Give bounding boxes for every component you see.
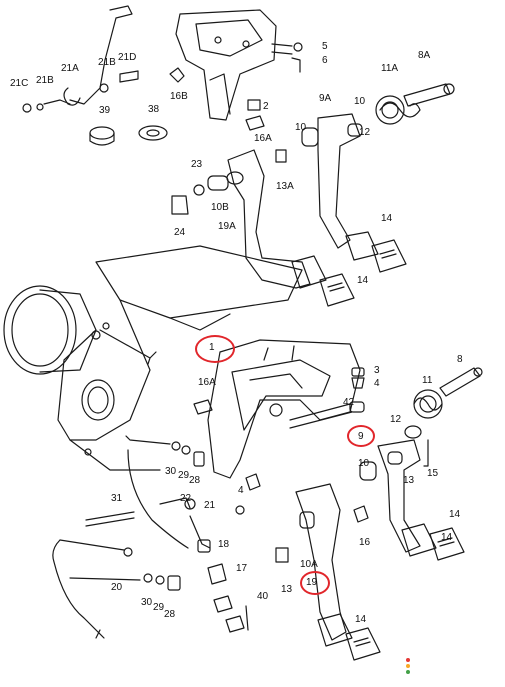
part-label-20: 20 (111, 582, 123, 593)
part-label-28: 28 (189, 475, 201, 486)
part-label-6: 6 (322, 55, 328, 66)
part-label-11a: 11A (381, 63, 399, 74)
part-label-8a: 8A (418, 50, 431, 61)
part-label-10b: 10B (211, 202, 229, 213)
part-label-14-e: 14 (441, 532, 453, 543)
part-label-42: 42 (343, 397, 355, 408)
part-label-8: 8 (457, 354, 463, 365)
part-label-11: 11 (422, 375, 433, 386)
part-label-5: 5 (322, 41, 328, 52)
part-label-22: 22 (180, 493, 192, 504)
part-label-31: 31 (111, 493, 123, 504)
part-label-4: 4 (374, 378, 380, 389)
part-label-14-c: 14 (449, 509, 461, 520)
part-label-21a: 21A (61, 63, 79, 74)
part-label-16: 16 (359, 537, 371, 548)
status-dot-red (406, 658, 410, 662)
part-label-13a: 13A (276, 181, 294, 192)
part-label-9a: 9A (319, 93, 332, 104)
highlight-circle-1 (195, 335, 235, 363)
part-label-30-b: 30 (141, 597, 153, 608)
part-label-17: 17 (236, 563, 248, 574)
part-label-18: 18 (218, 539, 230, 550)
part-label-16a-b: 16A (198, 377, 216, 388)
part-label-21c: 21C (10, 78, 29, 89)
part-label-21b: 21B (36, 75, 54, 86)
part-label-14-b: 14 (357, 275, 369, 286)
part-label-21d: 21D (118, 52, 137, 63)
part-label-23: 23 (191, 159, 203, 170)
part-label-13-b: 13 (281, 584, 293, 595)
part-label-10: 10 (295, 122, 307, 133)
part-label-40: 40 (257, 591, 269, 602)
part-label-16b: 16B (170, 91, 188, 102)
part-label-21: 21 (204, 500, 216, 511)
part-label-3: 3 (374, 365, 380, 376)
part-label-29: 29 (178, 470, 190, 481)
part-label-14-d: 14 (355, 614, 367, 625)
status-dot-green (406, 670, 410, 674)
part-label-39: 39 (99, 105, 111, 116)
part-label-2: 2 (263, 101, 269, 112)
part-label-10a: 10A (300, 559, 318, 570)
part-label-24: 24 (174, 227, 186, 238)
part-label-16a: 16A (254, 133, 272, 144)
part-label-12: 12 (359, 127, 371, 138)
part-label-29-b: 29 (153, 602, 165, 613)
part-label-21b-2: 21B (98, 57, 116, 68)
part-label-14: 14 (381, 213, 393, 224)
highlight-circle-9 (347, 425, 375, 447)
part-label-19a: 19A (218, 221, 236, 232)
part-label-38: 38 (148, 104, 160, 115)
part-label-13: 13 (403, 475, 415, 486)
part-label-15: 15 (427, 468, 439, 479)
part-label-10-b: 10 (354, 96, 366, 107)
highlight-circle-19 (300, 571, 330, 595)
part-label-28-b: 28 (164, 609, 176, 620)
part-label-12-b: 12 (390, 414, 402, 425)
part-label-4-b: 4 (238, 485, 244, 496)
status-dot-yellow (406, 664, 410, 668)
part-label-30: 30 (165, 466, 177, 477)
part-label-10-c: 10 (358, 458, 370, 469)
